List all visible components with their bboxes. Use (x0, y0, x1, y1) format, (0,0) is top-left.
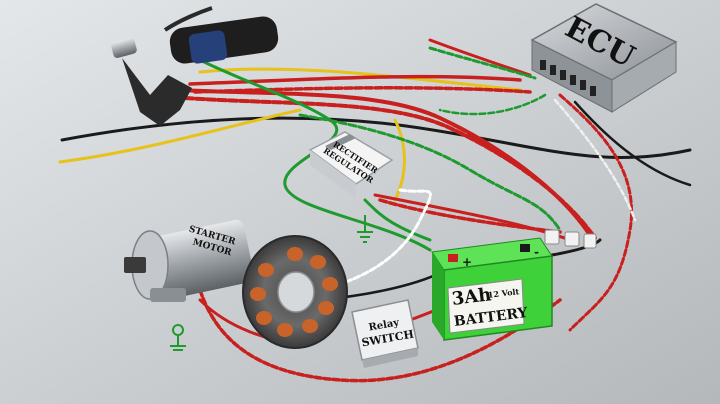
throttle-assembly (111, 6, 279, 126)
stator-coils-icon (250, 247, 338, 337)
starter-body (145, 219, 255, 301)
connector-2 (564, 231, 580, 247)
wire-red-4 (193, 86, 532, 94)
wire-yellow-mid (198, 67, 522, 92)
regulator-fins-icon (325, 134, 356, 150)
wire-ecu-white (553, 98, 637, 222)
battery-voltage: 12 Volt (487, 286, 520, 300)
wire-green-3 (298, 113, 562, 232)
regulator-rectifier: REGULATOR RECTIFIER (308, 131, 394, 243)
terminal-connectors (544, 229, 597, 249)
handlebar-bracket (111, 38, 137, 58)
regulator-side (310, 150, 356, 198)
handlebar-lever-icon (122, 58, 192, 126)
battery-terminal-plus (448, 254, 458, 262)
battery-plus-sign: + (462, 255, 472, 269)
throttle-cable-icon (163, 6, 213, 32)
connector-3 (583, 233, 597, 249)
wire-green-2 (428, 46, 537, 80)
wire-white-stator (318, 188, 432, 292)
connector-1 (544, 229, 560, 245)
wire-red-5 (428, 38, 532, 77)
battery-capacity: 3Ah (451, 284, 493, 310)
battery-minus-sign: - (534, 245, 539, 259)
relay-switch: Relay SWITCH (351, 299, 419, 368)
stator-hub (277, 271, 315, 313)
ecu-connector-pins (540, 60, 596, 96)
wire-red-white-bottom (198, 288, 562, 383)
wire-ecu-black (573, 100, 692, 187)
wire-yellow-left (58, 108, 302, 164)
starter-motor: STARTER MOTOR (124, 219, 255, 351)
ecu-unit: ECU (530, 3, 678, 113)
ecu-front (611, 41, 677, 113)
battery: + - 3Ah 12 Volt BATTERY (431, 237, 553, 341)
wire-ecu-green (438, 93, 547, 116)
relay-side (362, 348, 418, 368)
ground-symbol-icon (357, 215, 373, 243)
wire-yellow-drop (393, 118, 406, 202)
battery-label-panel (447, 278, 525, 334)
wire-red-2 (183, 96, 597, 240)
starter-gear-icon (124, 257, 146, 273)
starter-ground-icon (170, 324, 186, 351)
relay-label-line1: Relay (368, 317, 401, 333)
wire-red-white-right (558, 93, 633, 332)
wire-black-main (60, 116, 692, 160)
wire-green-ground (363, 198, 432, 242)
battery-side (432, 252, 444, 340)
wire-red-3 (188, 74, 522, 86)
battery-terminal-minus (520, 244, 530, 252)
starter-mount (150, 288, 186, 302)
throttle-housing (188, 30, 228, 64)
stator (242, 235, 348, 349)
